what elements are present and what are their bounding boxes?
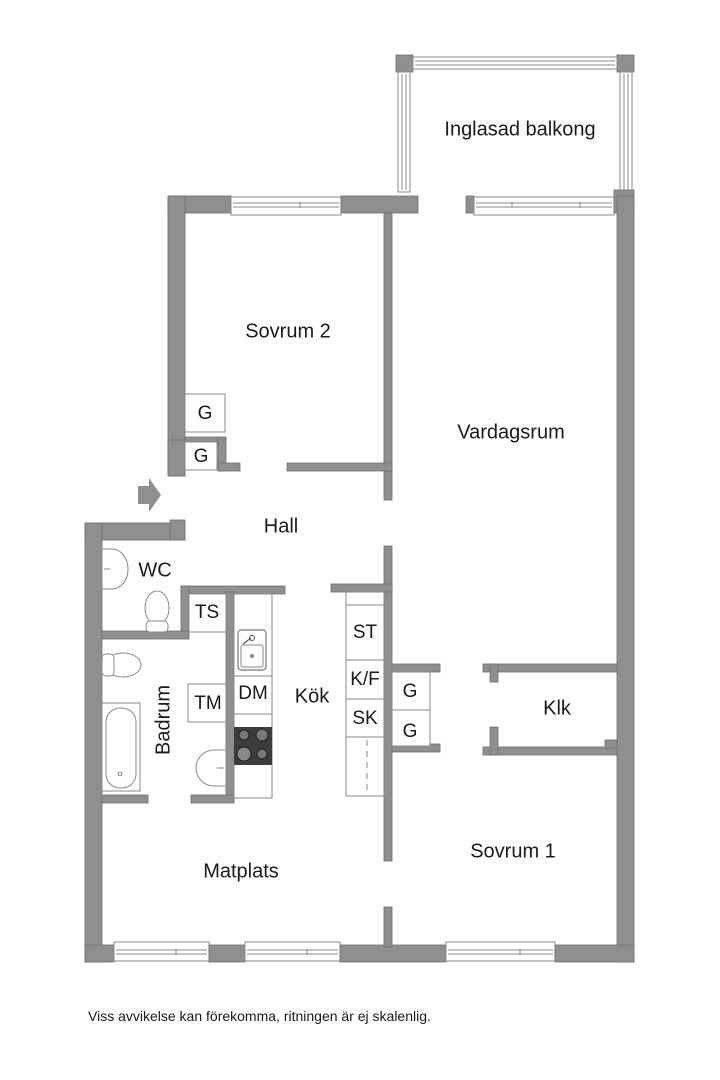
outer-walls (84, 189, 635, 963)
room-label-living: Vardagsrum (457, 421, 565, 444)
fixture-label-dishwasher: DM (238, 683, 268, 704)
room-label-balcony: Inglasad balkong (444, 118, 596, 141)
entrance-arrow-icon (138, 478, 161, 512)
room-label-closet: Klk (543, 697, 571, 720)
fixture-label-fridge-freezer: K/F (350, 669, 380, 690)
fixtures (101, 393, 431, 799)
fixture-label-washing-machine: TM (194, 693, 222, 714)
fixture-label-pantry: SK (352, 708, 378, 729)
room-label-kitchen: Kök (294, 685, 330, 708)
fixture-label-wardrobe: G (402, 721, 418, 742)
fixture-label-cabinet: ST (352, 622, 378, 643)
interior-walls (101, 212, 618, 948)
fixture-label-wardrobe: G (197, 403, 213, 424)
disclaimer-text: Viss avvikelse kan förekomma, ritningen … (88, 1008, 431, 1024)
room-label-wc: WC (138, 559, 172, 582)
room-label-bedroom1: Sovrum 1 (470, 840, 556, 863)
fixture-label-wardrobe: G (402, 681, 418, 702)
room-label-bedroom2: Sovrum 2 (245, 320, 331, 343)
fixture-label-wardrobe: G (193, 446, 209, 467)
balcony (395, 54, 635, 193)
fixture-label-dryer: TS (194, 602, 220, 623)
room-label-hall: Hall (263, 515, 299, 538)
room-label-bathroom: Badrum (152, 684, 175, 756)
room-label-dining: Matplats (203, 860, 279, 883)
